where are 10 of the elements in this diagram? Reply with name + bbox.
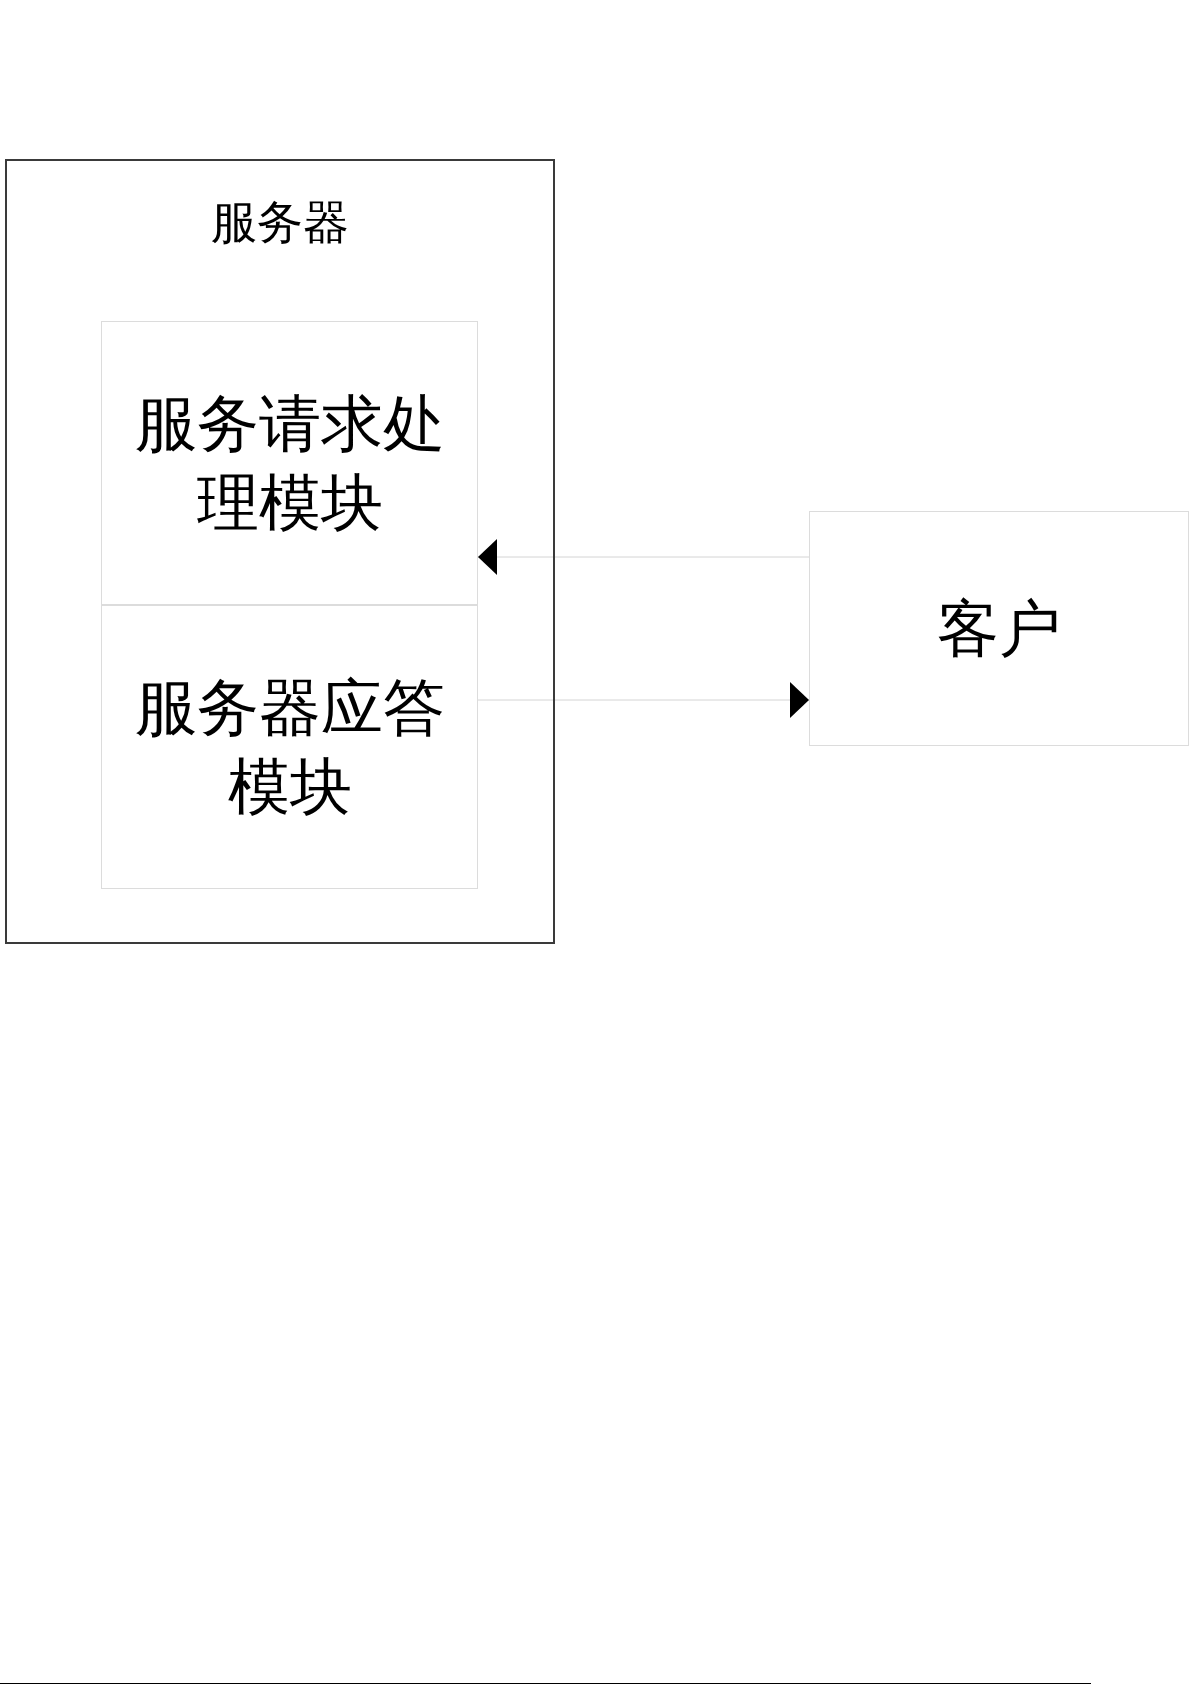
node-label: 服务器应答模块	[133, 672, 446, 823]
node-title: 服务器	[211, 195, 349, 250]
node-label: 服务请求处理模块	[133, 388, 446, 539]
server-frame	[5, 159, 555, 944]
client-box	[809, 511, 1189, 746]
arrow	[477, 539, 810, 575]
module-box	[101, 605, 478, 889]
arrow	[477, 682, 810, 718]
node-label: 客户	[937, 593, 1061, 665]
module-box	[101, 321, 478, 605]
